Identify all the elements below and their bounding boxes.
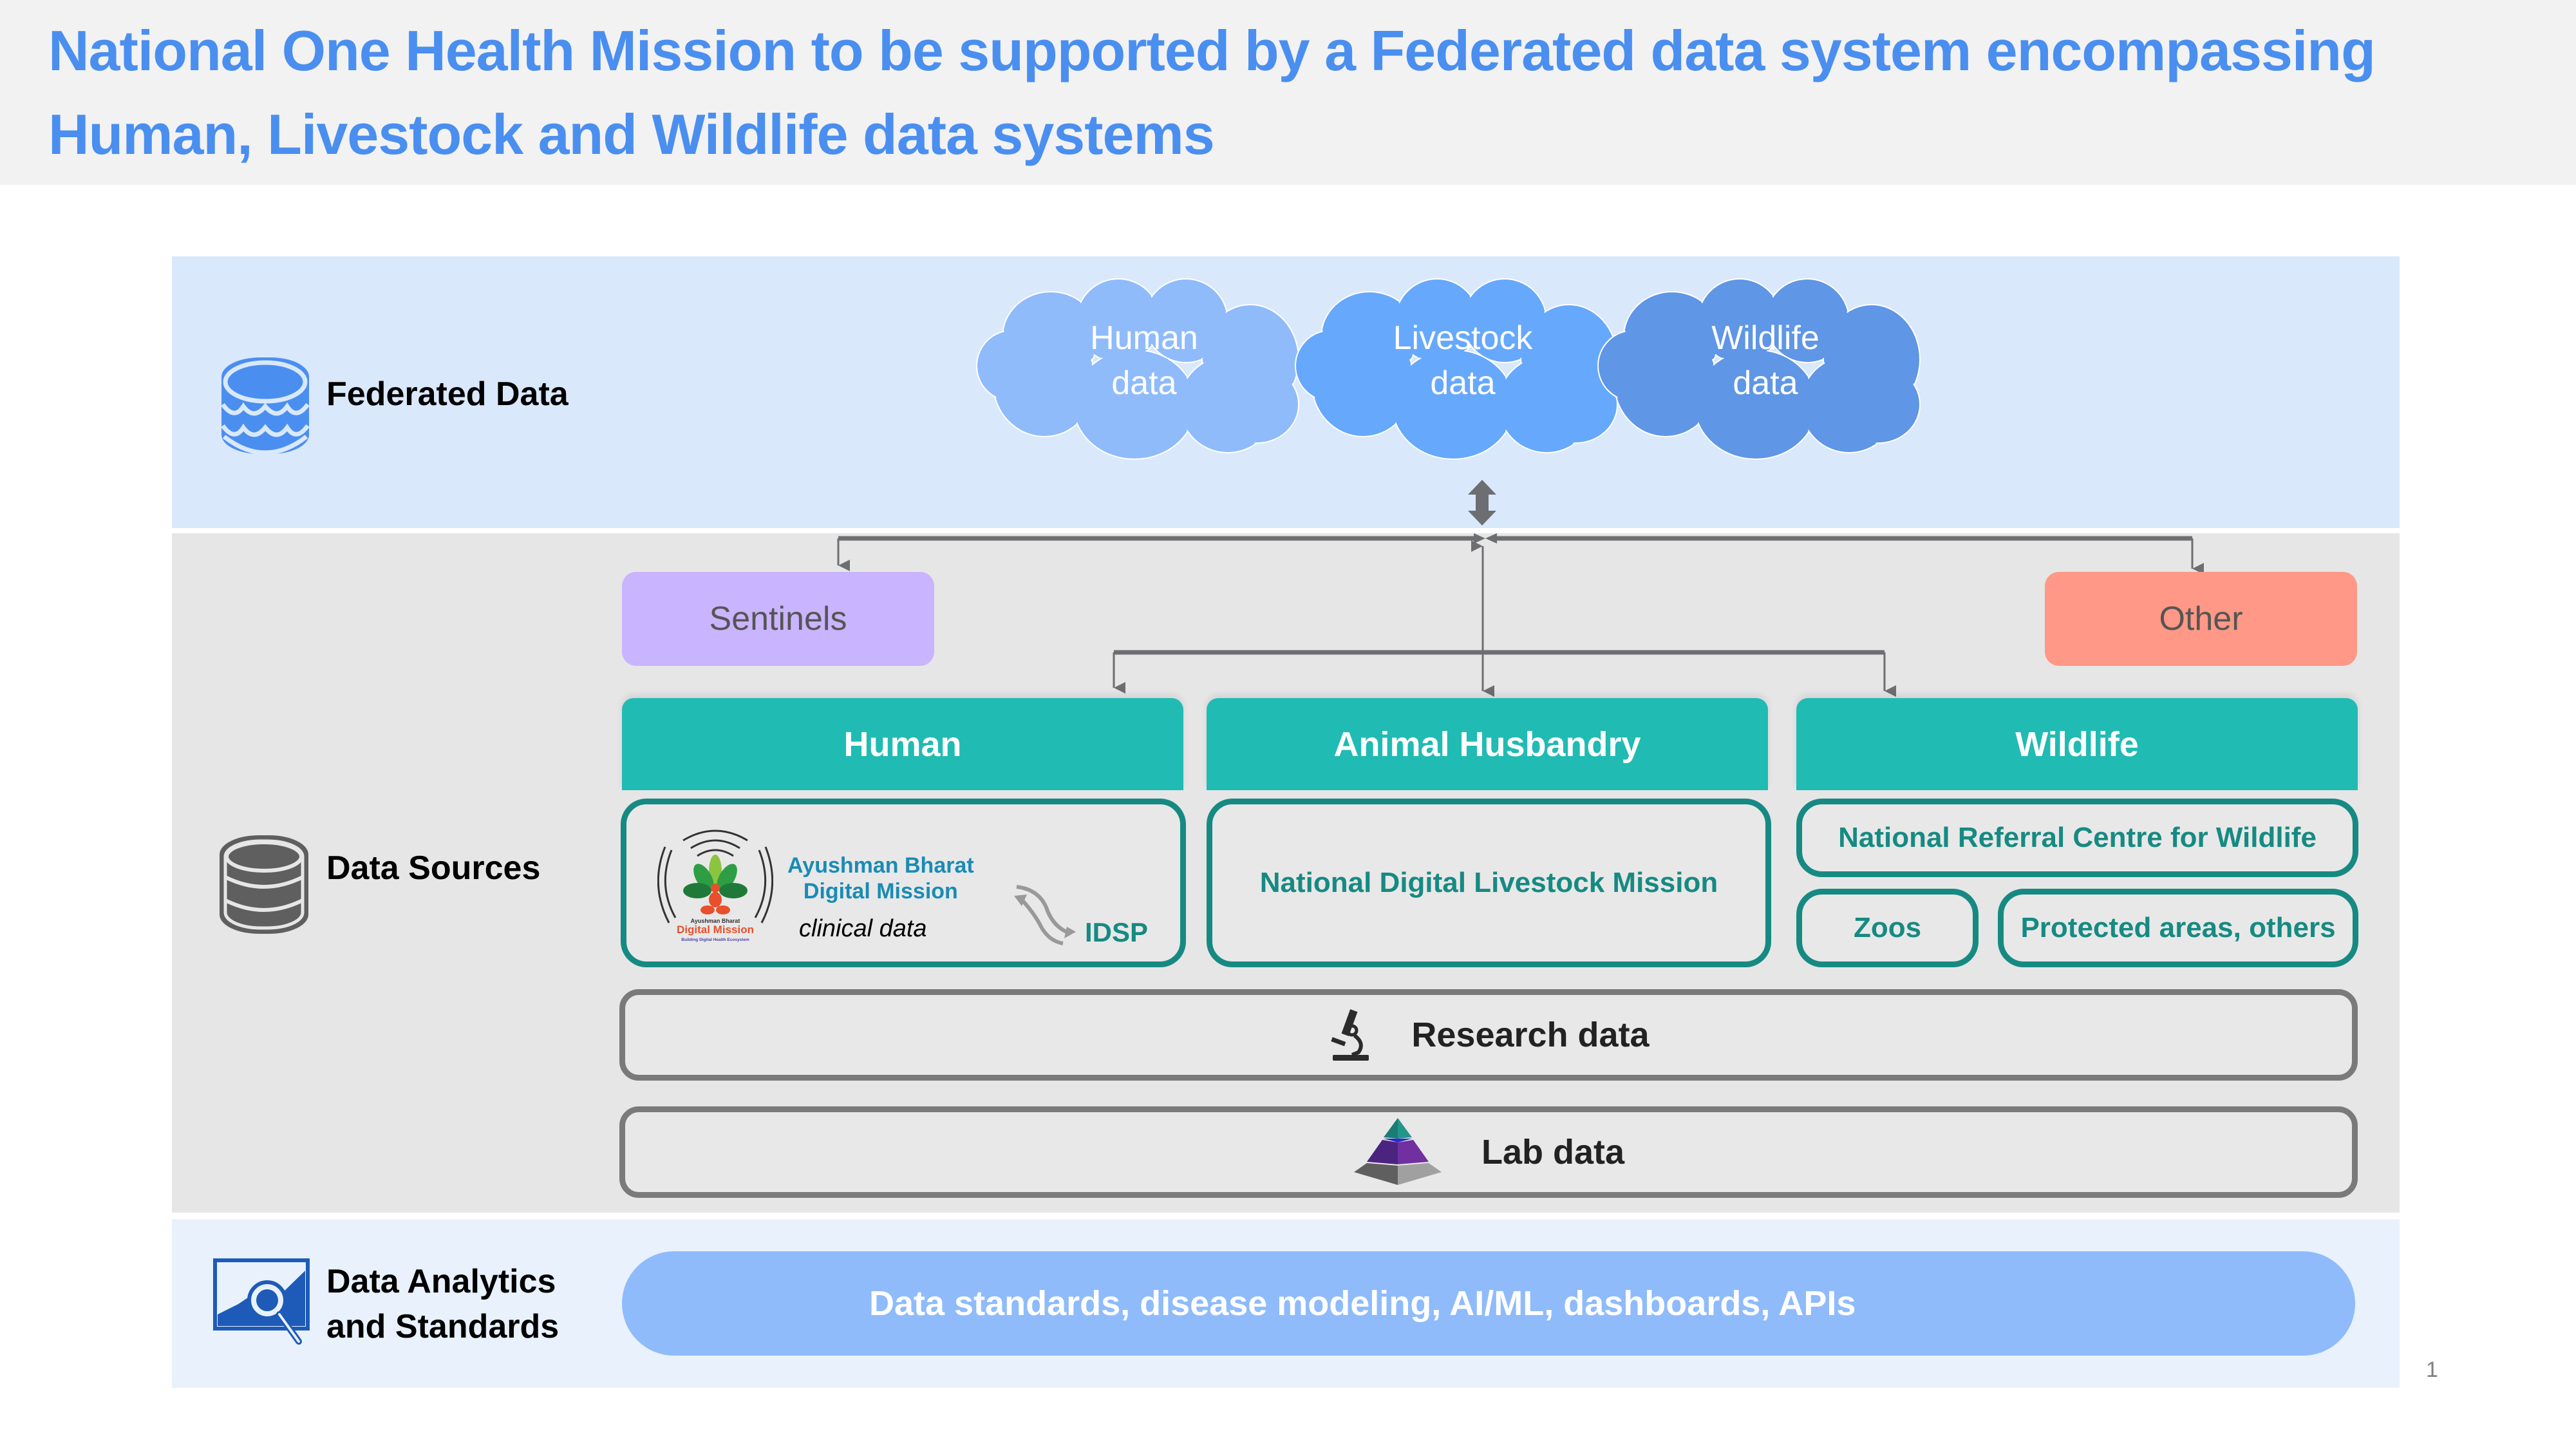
cloud-lobe-fill — [978, 332, 1046, 400]
cloud-shape-icon — [1295, 278, 1618, 460]
cloud-human-data[interactable]: Human data — [973, 276, 1315, 462]
cloud-human-line2: data — [1111, 365, 1177, 402]
data-sources-label: Data Sources — [326, 849, 541, 887]
abdm-name-line2: Digital Mission — [803, 879, 958, 904]
federated-data-band: Federated Data Human data Livestock data… — [172, 256, 2400, 528]
cloud-livestock-line1: Livestock — [1393, 319, 1533, 357]
page-number: 1 — [2426, 1358, 2438, 1382]
cloud-lobe-fill — [1838, 367, 1919, 442]
data-analytics-label-line2: and Standards — [326, 1308, 559, 1345]
wildlife-referral-centre-box[interactable]: National Referral Centre for Wildlife — [1796, 799, 2358, 877]
pyramid-icon — [1353, 1118, 1442, 1185]
wildlife-protected-areas-box[interactable]: Protected areas, others — [1998, 889, 2358, 967]
column-header-animal-husbandry[interactable]: Animal Husbandry — [1207, 698, 1768, 790]
connector-lines — [837, 533, 2204, 697]
cloud-wildlife-line1: Wildlife — [1711, 319, 1819, 357]
lab-data-label: Lab data — [1481, 1133, 1625, 1171]
abdm-name-line1: Ayushman Bharat — [787, 853, 974, 878]
analytics-magnifier-icon — [213, 1258, 310, 1345]
cloud-shape-icon — [976, 278, 1299, 460]
column-header-wildlife[interactable]: Wildlife — [1796, 698, 2358, 790]
wildlife-zoos-box[interactable]: Zoos — [1796, 889, 1979, 967]
cloud-shape-icon — [1597, 278, 1921, 460]
abdm-logo-tagline: Building Digital Health Ecosystem — [681, 938, 749, 942]
page-title-line-1: National One Health Mission to be suppor… — [48, 19, 2376, 82]
microscope-icon — [1331, 1009, 1369, 1061]
database-stack-icon — [220, 835, 308, 934]
animal-husbandry-data-box[interactable]: National Digital Livestock Mission — [1207, 799, 1771, 967]
cloud-lobe-fill — [1297, 332, 1365, 400]
exchange-arrows-icon — [1014, 885, 1076, 945]
cloud-lobe-fill — [1599, 332, 1668, 400]
clinical-data-caption: clinical data — [799, 915, 927, 942]
abdm-name: Ayushman Bharat Digital Mission — [787, 853, 974, 904]
database-waves-icon — [221, 357, 310, 455]
cloud-livestock-data[interactable]: Livestock data — [1292, 276, 1633, 462]
cloud-lobe-fill — [1696, 351, 1816, 458]
cloud-lobe-fill — [1216, 367, 1297, 442]
human-data-box[interactable]: Ayushman Bharat Digital Mission Building… — [621, 799, 1186, 967]
analytics-capabilities-text: Data standards, disease modeling, AI/ML,… — [869, 1284, 1856, 1323]
cloud-lobe-fill — [1078, 280, 1159, 361]
federated-data-label: Federated Data — [326, 375, 569, 413]
page-title-line-2: Human, Livestock and Wildlife data syste… — [48, 102, 1215, 166]
double-arrow-vertical-icon — [1468, 480, 1496, 526]
abdm-logo-small-text: Ayushman Bharat — [691, 918, 740, 924]
column-header-human[interactable]: Human — [622, 698, 1183, 790]
cloud-lobe-fill — [1396, 280, 1478, 361]
research-data-label: Research data — [1411, 1016, 1650, 1054]
cloud-wildlife-data[interactable]: Wildlife data — [1595, 276, 1936, 462]
abdm-logo-mission-text: Digital Mission — [677, 923, 754, 936]
research-data-box[interactable]: Research data — [619, 989, 2358, 1081]
lab-data-box[interactable]: Lab data — [619, 1106, 2358, 1198]
data-analytics-label: Data Analytics and Standards — [326, 1259, 559, 1349]
data-analytics-label-line1: Data Analytics — [326, 1263, 556, 1300]
cloud-lobe-fill — [1699, 280, 1780, 361]
sentinels-box[interactable]: Sentinels — [622, 572, 934, 666]
cloud-human-line1: Human — [1090, 319, 1198, 357]
analytics-capabilities-pill[interactable]: Data standards, disease modeling, AI/ML,… — [622, 1251, 2355, 1356]
cloud-lobe-fill — [1535, 367, 1616, 442]
title-bar: National One Health Mission to be suppor… — [0, 0, 2576, 185]
idsp-label: IDSP — [1085, 917, 1149, 947]
data-sources-band: Data Sources Sentinels Other Human Anima… — [172, 533, 2400, 1213]
other-box[interactable]: Other — [2045, 572, 2357, 666]
cloud-lobe-fill — [1075, 351, 1194, 458]
abdm-logo-icon: Ayushman Bharat Digital Mission Building… — [657, 829, 773, 942]
cloud-wildlife-line2: data — [1733, 365, 1798, 402]
cloud-lobe-fill — [1393, 351, 1513, 458]
cloud-livestock-line2: data — [1430, 365, 1496, 402]
